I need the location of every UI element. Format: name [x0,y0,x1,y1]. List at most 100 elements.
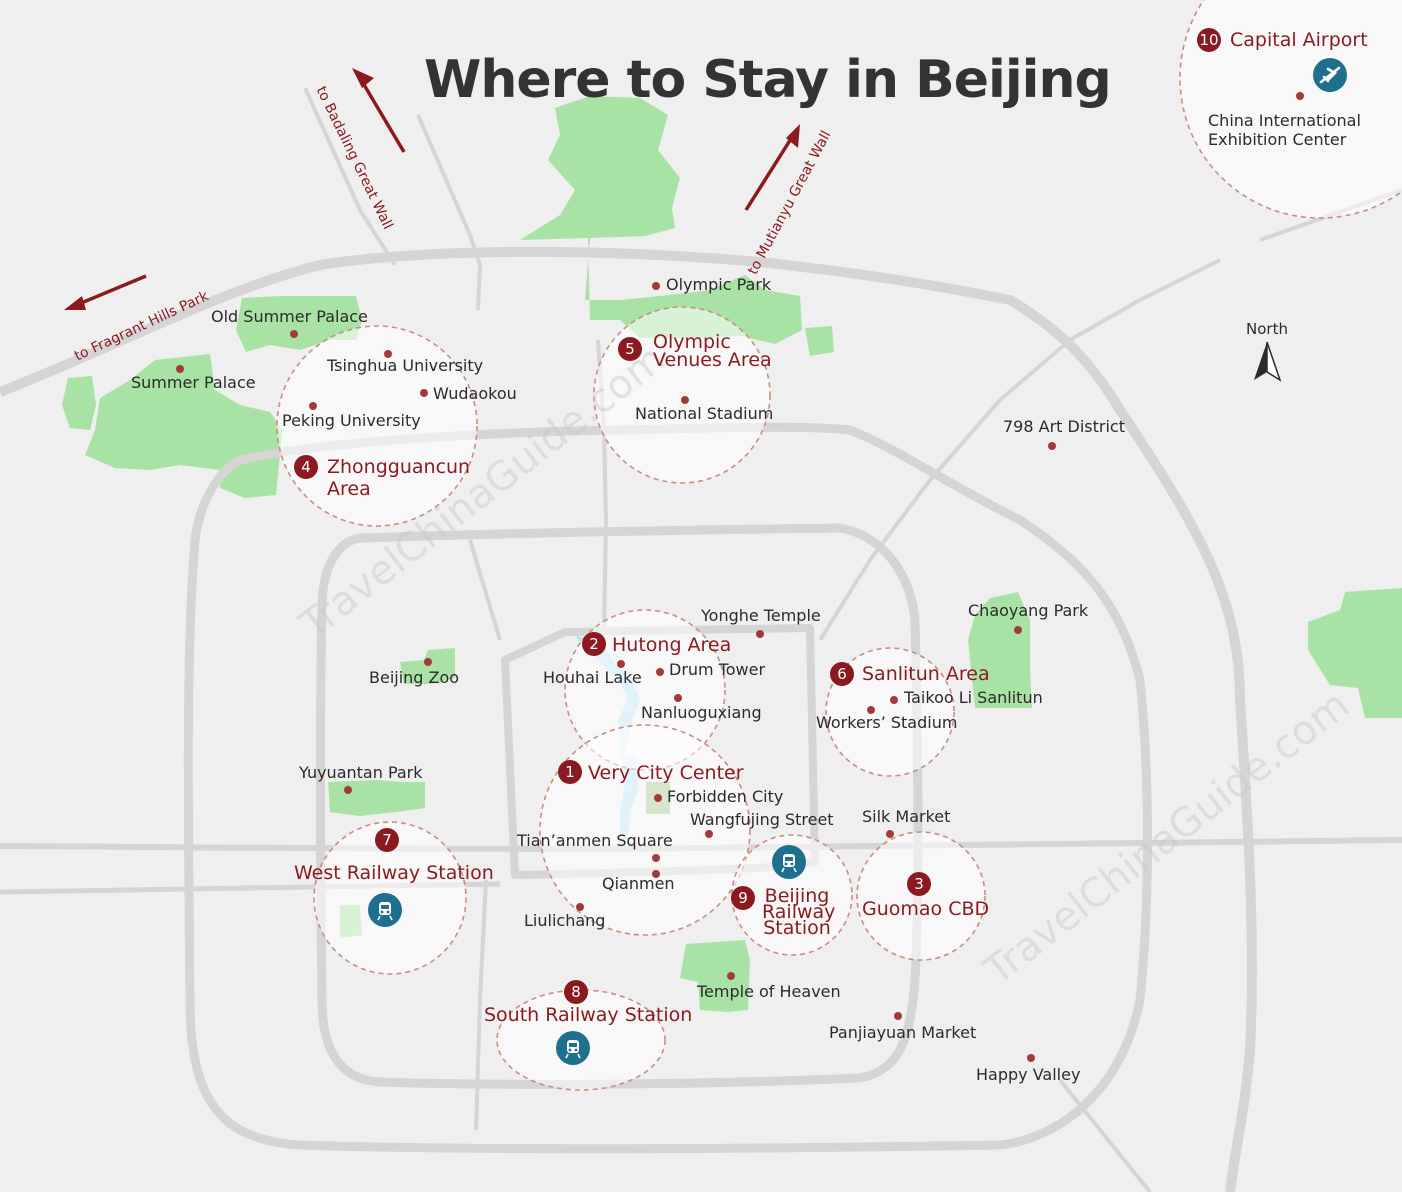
place-label: Yonghe Temple [701,606,821,625]
place-label: Olympic Park [666,275,772,294]
place-label: Workers’ Stadium [816,713,958,732]
dot-olympic-park [652,282,660,290]
area-circles [276,0,1402,1091]
place-label: Summer Palace [131,373,256,392]
area-name: South Railway Station [484,1004,693,1026]
dot-beijing-zoo [424,658,432,666]
area-name: Zhongguancun Area [327,456,471,500]
railway-icons [368,845,806,1065]
dot-peking-univ [309,402,317,410]
place-label: Beijing Zoo [369,668,460,687]
north-road-a [416,114,482,311]
north-arrow-icon [1254,341,1282,382]
place-label: Liulichang [524,911,606,930]
place-label: Houhai Lake [543,668,642,687]
beijing-zoo-area [400,648,455,684]
east-park-area [1308,588,1402,718]
place-label: Wudaokou [433,384,517,403]
train-icon [556,1031,590,1065]
dot-national-stadium [681,396,689,404]
arrow-mutianyu [744,124,800,211]
compass-label: North [1246,320,1288,338]
dot-wangfujing [705,830,713,838]
train-icon [772,845,806,879]
3rd-ring-road [316,523,923,1089]
arrow-fragrant-hills [64,274,147,310]
dot-qianmen [652,870,660,878]
area-number-badge: 6 [830,662,854,686]
place-label: Drum Tower [669,660,766,679]
area-name: Guomao CBD [862,898,990,920]
area-name: Hutong Area [612,634,732,656]
summer-palace-west-patch [62,376,96,430]
4th-ring-road [183,422,1152,1154]
area-number-badge: 7 [375,828,399,852]
place-label: Happy Valley [976,1065,1081,1084]
place-label: Qianmen [602,874,675,893]
area-name: Capital Airport [1230,29,1368,51]
area-4-circle [276,325,478,527]
area-number-badge: 9 [731,886,755,910]
area-6-circle [825,647,955,777]
olympic-park-area [520,96,802,344]
place-label: 798 Art District [1003,417,1125,436]
dot-drum-tower [656,668,664,676]
place-label: Silk Market [862,807,951,826]
place-label: Temple of Heaven [697,982,841,1001]
dot-wudaokou [420,389,428,397]
east-south-road [1058,1078,1152,1192]
dot-happy-valley [1027,1054,1035,1062]
map-title: Where to Stay in Beijing [424,50,1112,110]
5th-ring-road [0,246,1257,1192]
place-label: Chaoyang Park [968,601,1089,620]
olympic-forest-patch [805,326,834,356]
place-dots [176,92,1304,1062]
area-number-badge: 4 [294,455,318,479]
jingcheng-expressway [818,258,1221,642]
dot-cie-center [1296,92,1304,100]
dot-panjiayuan [894,1012,902,1020]
place-label: Nanluoguxiang [641,703,762,722]
place-label: Tian’anmen Square [517,831,673,850]
area-3-circle [856,831,986,961]
dot-yonghe [756,630,764,638]
dot-workers-stadium [867,706,875,714]
area-name: Very City Center [588,762,744,784]
dot-798 [1048,442,1056,450]
area-1-circle [539,724,751,936]
place-label: Wangfujing Street [690,810,834,829]
place-label: Taikoo Li Sanlitun [904,688,1043,707]
dot-nanluoguxiang [674,694,682,702]
dot-tiananmen [652,854,660,862]
area-number-badge: 10 [1197,28,1221,52]
place-label: Peking University [282,411,421,430]
dot-silk-market [886,830,894,838]
airplane-icon [1313,58,1347,92]
place-label: Old Summer Palace [211,307,368,326]
dot-liulichang [576,903,584,911]
area-10-circle [1179,0,1402,219]
dot-chaoyang-park [1014,626,1022,634]
dot-summer-palace [176,365,184,373]
area-name: West Railway Station [294,862,494,884]
area-number-badge: 1 [558,760,582,784]
temple-of-heaven-area [680,940,750,1012]
place-label: Tsinghua University [327,356,484,375]
arrow-badaling [352,68,406,153]
area-2-circle [564,609,726,771]
west-road-b [468,539,502,641]
area-9-circle [731,834,853,956]
dot-houhai [617,660,625,668]
place-label: National Stadium [635,404,774,423]
train-icon [368,893,402,927]
direction-arrows [64,68,800,310]
place-label: Yuyuantan Park [299,763,423,782]
yuyuantan-park-area [328,780,425,816]
area-number-badge: 3 [907,872,931,896]
dot-temple-heaven [727,972,735,980]
area-name: Beijing Railway Station [762,885,836,939]
west-south-road [474,879,488,1131]
area-name: Olympic Venues Area [653,331,772,371]
